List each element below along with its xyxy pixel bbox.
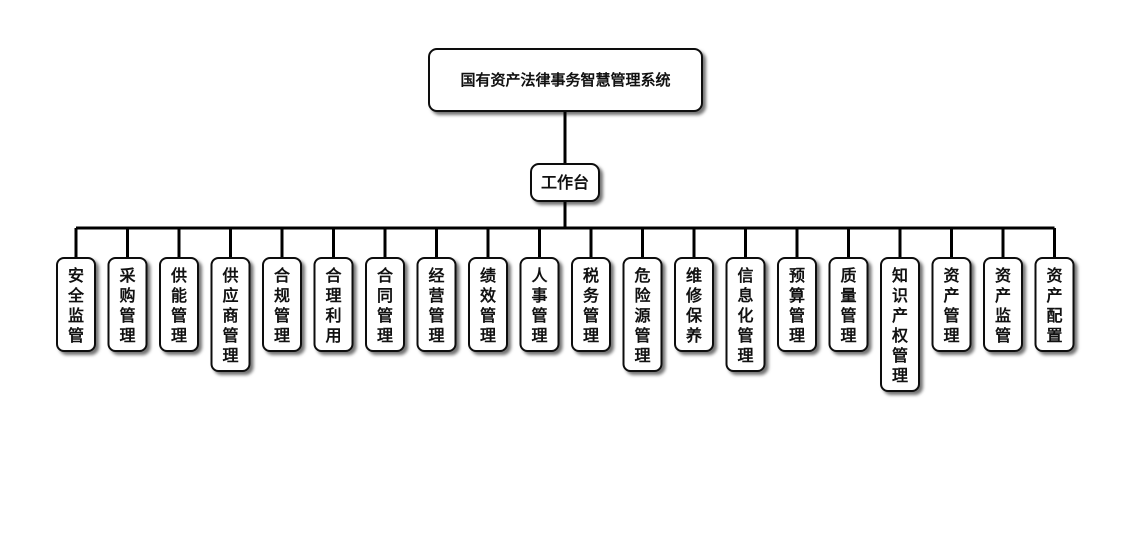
module-node-m11: 税务管理: [571, 257, 611, 352]
module-node-m6-box: [313, 257, 354, 352]
module-label-m15: 预算管理: [789, 266, 805, 345]
module-node-m4: 供应商管理: [210, 257, 251, 372]
module-node-m20: 资产配置: [1034, 257, 1075, 352]
module-node-m11-box: [571, 257, 611, 352]
root-node: 国有资产法律事务智慧管理系统: [428, 48, 703, 112]
module-label-m2: 采购管理: [118, 266, 135, 345]
module-node-m7-box: [365, 257, 405, 352]
module-node-m20-box: [1034, 257, 1075, 352]
module-label-m7: 合同管理: [377, 266, 394, 345]
module-node-m15-box: [777, 257, 817, 352]
module-node-m3: 供能管理: [159, 257, 199, 352]
hub-node-label: 工作台: [541, 173, 589, 192]
module-node-m9-box: [468, 257, 508, 352]
root-node-label: 国有资产法律事务智慧管理系统: [460, 71, 670, 89]
module-label-m3: 供能管理: [170, 266, 187, 345]
module-label-m8: 经营管理: [428, 266, 444, 345]
module-node-m18: 资产管理: [931, 257, 972, 352]
module-node-m4-box: [210, 257, 251, 372]
module-node-m15: 预算管理: [777, 257, 817, 352]
module-label-m13: 维修保养: [685, 266, 703, 345]
module-node-m14: 信息化管理: [725, 257, 766, 372]
module-node-m14-box: [725, 257, 766, 372]
module-node-m17-box: [880, 257, 920, 392]
module-node-m19-box: [983, 257, 1023, 352]
module-label-m16: 质量管理: [840, 266, 856, 345]
module-node-m13-box: [674, 257, 714, 352]
module-node-m10: 人事管理: [519, 257, 560, 352]
module-node-m13: 维修保养: [674, 257, 714, 352]
root-node-box: [428, 48, 703, 112]
module-node-m3-box: [159, 257, 199, 352]
module-label-m9: 绩效管理: [480, 266, 496, 345]
connector-lines: [74, 111, 1056, 258]
module-node-m8-box: [416, 257, 457, 352]
module-node-m5: 合规管理: [262, 257, 302, 352]
module-node-m16: 质量管理: [828, 257, 869, 352]
module-label-m6: 合理利用: [325, 266, 342, 345]
module-label-m18: 资产管理: [943, 266, 959, 345]
module-label-m11: 税务管理: [583, 266, 600, 345]
module-node-m2: 采购管理: [107, 257, 148, 352]
module-node-m1-box: [56, 257, 96, 352]
module-label-m20: 资产配置: [1046, 266, 1062, 345]
module-label-m1: 安全监管: [67, 266, 85, 345]
module-node-m9: 绩效管理: [468, 257, 508, 352]
module-node-m5-box: [262, 257, 302, 352]
module-node-m12-box: [622, 257, 663, 372]
module-label-m12: 危险源管理: [634, 266, 651, 365]
module-label-m10: 人事管理: [531, 266, 548, 345]
module-node-m19: 资产监管: [983, 257, 1023, 352]
module-label-m17: 知识产权管理: [891, 266, 909, 385]
module-node-m7: 合同管理: [365, 257, 405, 352]
module-node-m10-box: [519, 257, 560, 352]
module-node-m16-box: [828, 257, 869, 352]
module-label-m14: 信息化管理: [737, 266, 753, 365]
module-label-m5: 合规管理: [274, 266, 291, 345]
hub-node: 工作台: [530, 163, 600, 202]
hub-node-box: [530, 163, 600, 202]
module-label-m4: 供应商管理: [221, 266, 238, 365]
module-node-m6: 合理利用: [313, 257, 354, 352]
module-node-m8: 经营管理: [416, 257, 457, 352]
module-node-m1: 安全监管: [56, 257, 96, 352]
module-node-m12: 危险源管理: [622, 257, 663, 372]
module-node-m2-box: [107, 257, 148, 352]
module-node-m18-box: [931, 257, 972, 352]
module-label-m19: 资产监管: [995, 266, 1011, 345]
module-node-m17: 知识产权管理: [880, 257, 920, 392]
